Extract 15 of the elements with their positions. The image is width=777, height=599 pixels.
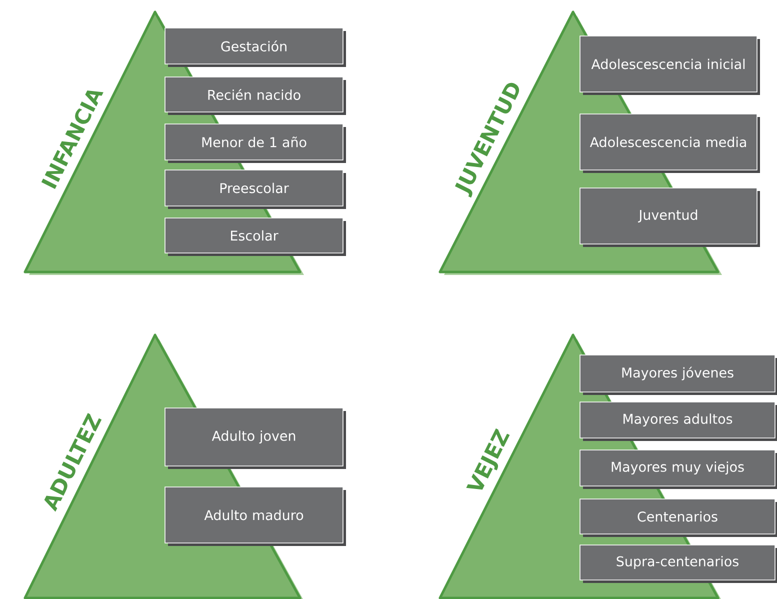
stage-box: Mayores muy viejos: [580, 450, 777, 489]
stage-box: Adulto joven: [164, 408, 346, 469]
stage-box: Preescolar: [164, 170, 346, 209]
stage-box: Adolescescencia inicial: [580, 36, 760, 95]
stage-box: Supra-centenarios: [580, 544, 777, 583]
stage-box: Centenarios: [580, 498, 777, 537]
stage-box: Escolar: [164, 218, 346, 256]
stage-box: Mayores adultos: [580, 402, 777, 441]
stage-box: Adolescescencia media: [580, 114, 760, 173]
stage-box: Mayores jóvenes: [580, 354, 777, 395]
stage-box: Gestación: [164, 28, 346, 67]
stage-box: Juventud: [580, 188, 760, 247]
stage-box: Adulto maduro: [164, 486, 346, 546]
stage-box: Recién nacido: [164, 76, 346, 115]
stage-box: Menor de 1 año: [164, 124, 346, 163]
